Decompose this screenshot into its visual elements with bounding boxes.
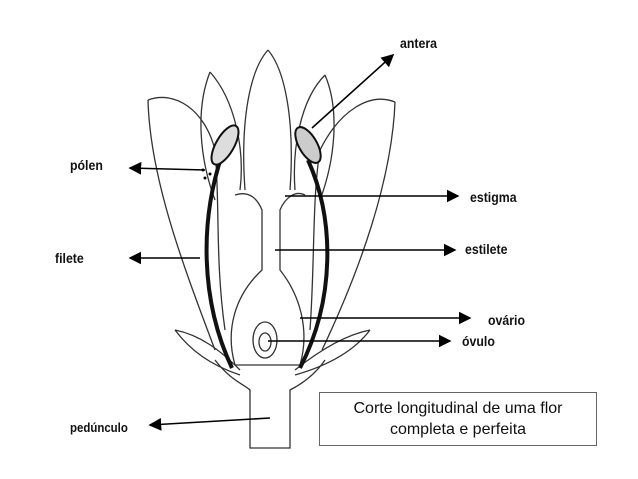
label-ovario: ovário xyxy=(488,312,525,328)
anther-left xyxy=(210,124,240,166)
label-filete: filete xyxy=(55,250,84,266)
anther-right xyxy=(294,126,322,164)
label-estilete: estilete xyxy=(465,241,508,257)
label-estigma: estigma xyxy=(470,189,517,205)
flower-outline xyxy=(147,49,396,449)
caption-line-1: Corte longitudinal de uma flor xyxy=(353,400,563,417)
label-polen: pólen xyxy=(70,157,103,173)
label-pedunculo: pedúnculo xyxy=(70,420,128,435)
caption-box: Corte longitudinal de uma flor completa … xyxy=(319,392,597,446)
filament-right xyxy=(298,159,330,369)
label-arrows xyxy=(128,53,472,431)
caption-line-2: completa e perfeita xyxy=(389,421,527,438)
label-antera: antera xyxy=(400,35,437,51)
filament-left xyxy=(204,154,234,369)
label-ovulo: óvulo xyxy=(462,333,495,349)
